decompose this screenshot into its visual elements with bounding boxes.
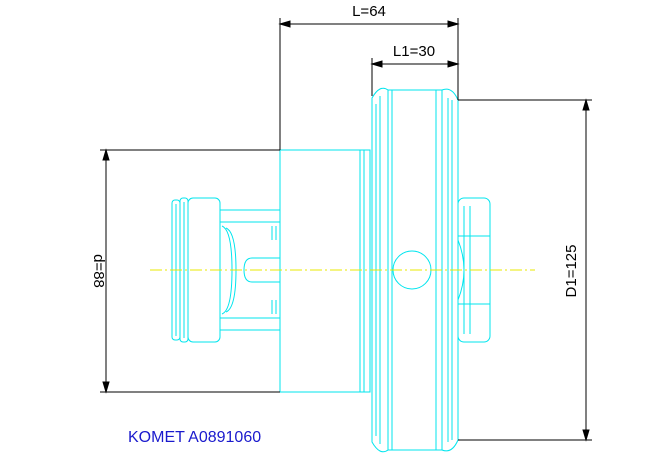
L-arrow-left: [278, 20, 291, 28]
L1-arrow-left: [370, 60, 383, 68]
dimension-label-L1: L1=30: [393, 43, 435, 60]
shank-body: [279, 149, 371, 393]
dimension-label-D1: D1=125: [563, 245, 580, 298]
D1-arrow-bottom: [582, 429, 590, 442]
L1-arrow-right: [447, 60, 460, 68]
dimension-lines: [100, 18, 592, 442]
d-arrow-top: [102, 148, 110, 161]
d-arrow-bottom: [102, 381, 110, 394]
dimension-label-L: L=64: [352, 3, 386, 20]
neck: [220, 209, 280, 331]
D1-arrow-top: [582, 98, 590, 111]
part-number-caption: KOMET A0891060: [128, 429, 261, 446]
L-arrow-right: [447, 20, 460, 28]
key-slot: [243, 257, 280, 283]
dimension-label-d: d=88: [90, 254, 107, 288]
